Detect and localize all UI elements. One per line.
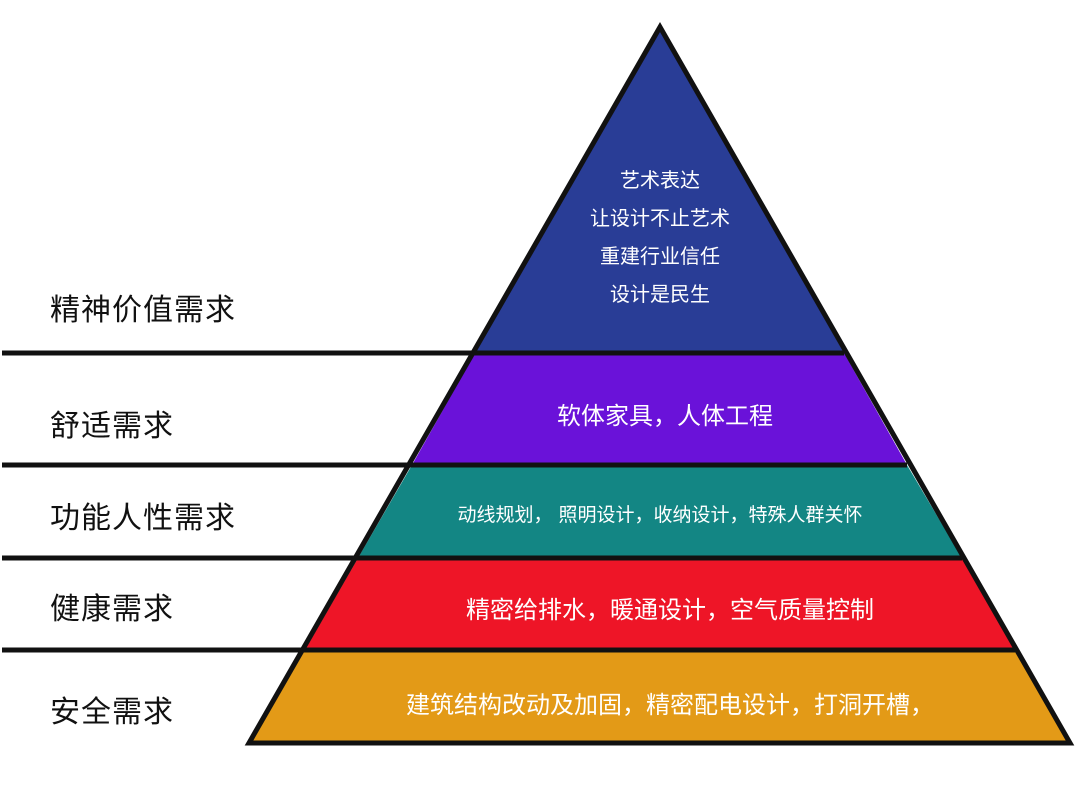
tier-band-health — [305, 558, 1015, 650]
level-label-spirit: 精神价值需求 — [50, 293, 236, 328]
tier-text-safety: 建筑结构改动及加固，精密配电设计，打洞开槽， — [406, 691, 934, 719]
tier-text-line: 让设计不止艺术 — [590, 206, 730, 230]
tier-band-spirit — [475, 27, 844, 353]
tier-text-function: 动线规划， 照明设计，收纳设计，特殊人群关怀 — [457, 504, 863, 526]
tier-text-spirit: 艺术表达 让设计不止艺术 重建行业信任 设计是民生 — [560, 165, 760, 317]
tier-band-function — [358, 465, 962, 558]
tier-text-line: 设计是民生 — [610, 282, 710, 306]
level-label-comfort: 舒适需求 — [50, 409, 174, 444]
pyramid-outline — [244, 21, 1075, 746]
tier-text-line: 艺术表达 — [620, 168, 700, 192]
tier-text-comfort: 软体家具，人体工程 — [557, 402, 773, 430]
tier-band-comfort — [412, 353, 907, 465]
level-label-health: 健康需求 — [50, 592, 174, 627]
level-label-function: 功能人性需求 — [50, 501, 236, 536]
tier-band-safety — [249, 650, 1070, 743]
tier-text-health: 精密给排水，暖通设计，空气质量控制 — [466, 596, 874, 624]
tier-text-line: 重建行业信任 — [600, 244, 720, 268]
level-label-safety: 安全需求 — [50, 695, 174, 730]
